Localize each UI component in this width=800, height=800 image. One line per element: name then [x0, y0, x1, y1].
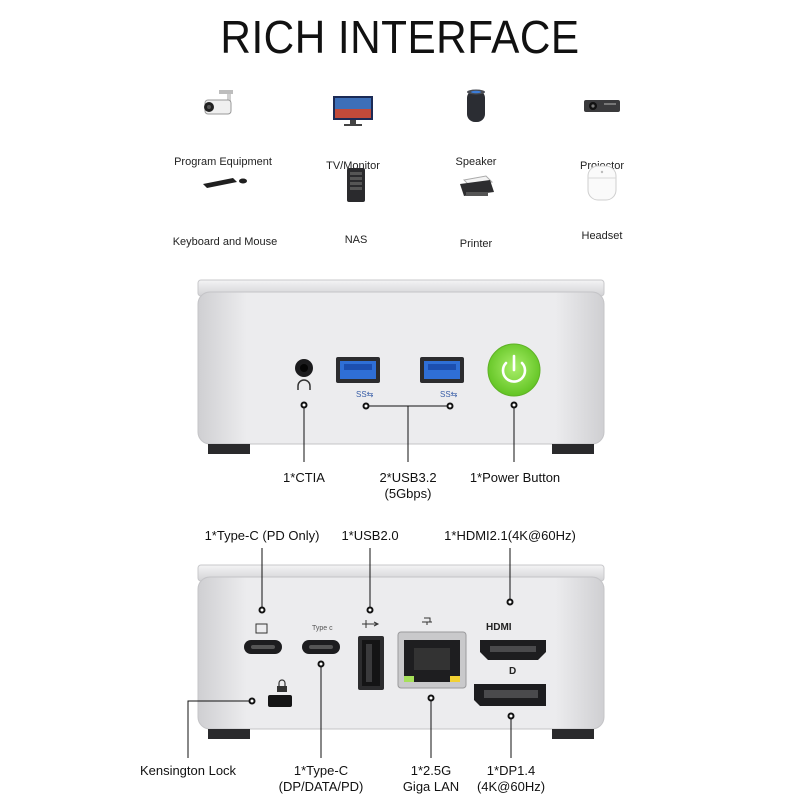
peripheral-keyboard-mouse: Keyboard and Mouse	[165, 168, 285, 248]
cctv-camera-icon	[204, 90, 233, 115]
printer-icon	[460, 175, 494, 196]
label-lan-type: Giga LAN	[403, 779, 459, 794]
usb2-port[interactable]	[358, 636, 384, 690]
peripheral-label: Headset	[581, 230, 623, 242]
rear-top-leader-lines	[261, 548, 511, 608]
lan-icon	[422, 617, 432, 625]
rear-foot-left	[208, 729, 250, 739]
label-typec-pd: 1*Type-C (PD Only)	[205, 528, 320, 543]
power-icon	[501, 361, 527, 383]
usb-icon	[362, 620, 380, 628]
label-usb20: 1*USB2.0	[341, 528, 398, 543]
headphone-icon	[297, 379, 311, 390]
label-ctia: 1*CTIA	[283, 470, 325, 485]
peripheral-label: Keyboard and Mouse	[172, 236, 278, 248]
peripheral-headset: Headset	[542, 162, 662, 242]
label-power-button: 1*Power Button	[470, 470, 560, 485]
page-title: RICH INTERFACE	[220, 11, 580, 63]
keyboard-mouse-icon	[203, 178, 247, 188]
label-hdmi: 1*HDMI2.1(4K@60Hz)	[444, 528, 576, 543]
nas-icon	[347, 168, 365, 202]
label-typec: 1*Type-C	[294, 763, 348, 778]
label-dp-res: (4K@60Hz)	[477, 779, 545, 794]
peripheral-printer: Printer	[416, 170, 536, 250]
front-foot-left	[208, 444, 250, 454]
peripheral-label: Program Equipment	[174, 156, 272, 168]
label-kensington: Kensington Lock	[140, 763, 237, 778]
label-dp: 1*DP1.4	[487, 763, 535, 778]
peripheral-program-equipment: Program Equipment	[163, 88, 283, 168]
usb3-port-right[interactable]	[420, 357, 464, 383]
front-marker-dots	[300, 401, 518, 410]
lock-icon	[278, 679, 286, 686]
ss-usb-icon: SS⇆	[440, 390, 458, 399]
peripheral-nas: NAS	[296, 166, 416, 246]
usb3-port-left[interactable]	[336, 357, 380, 383]
peripheral-label: NAS	[344, 234, 368, 246]
rear-panel: 1*Type-C (PD Only) 1*USB2.0 1*HDMI2.1(4K…	[140, 528, 605, 794]
peripheral-tv-monitor: TV/Monitor	[293, 92, 413, 172]
label-usb32-speed: (5Gbps)	[385, 486, 432, 501]
rear-bottom-marker-dots	[248, 660, 515, 720]
smart-speaker-icon	[467, 89, 485, 122]
pd-icon	[255, 623, 268, 634]
front-chassis	[197, 291, 605, 445]
peripheral-label: TV/Monitor	[326, 160, 380, 172]
ss-usb-icon: SS⇆	[356, 390, 374, 399]
rear-bottom-leader-lines	[187, 666, 512, 758]
power-button[interactable]	[487, 343, 541, 397]
rear-top-marker-dots	[258, 598, 514, 614]
earbuds-icon	[587, 165, 617, 201]
label-usb32: 2*USB3.2	[379, 470, 436, 485]
label-typec-modes: (DP/DATA/PD)	[279, 779, 364, 794]
rear-foot-right	[552, 729, 594, 739]
hdmi-logo: HDMI	[486, 622, 512, 633]
tv-monitor-icon	[333, 96, 373, 126]
label-lan: 1*2.5G	[411, 763, 451, 778]
front-foot-right	[552, 444, 594, 454]
typec-mark: Type c	[312, 625, 333, 632]
kensington-lock-slot[interactable]	[268, 695, 292, 707]
peripheral-label: Speaker	[455, 156, 497, 168]
front-panel: SS⇆ SS⇆ 1*CTIA 2*USB3.2 (5Gbps) 1*Power …	[197, 279, 605, 501]
dp-logo: D	[509, 666, 516, 677]
projector-icon	[584, 100, 620, 112]
ethernet-port[interactable]	[397, 631, 467, 689]
peripheral-label: Printer	[459, 238, 493, 250]
peripheral-speaker: Speaker	[416, 88, 536, 168]
